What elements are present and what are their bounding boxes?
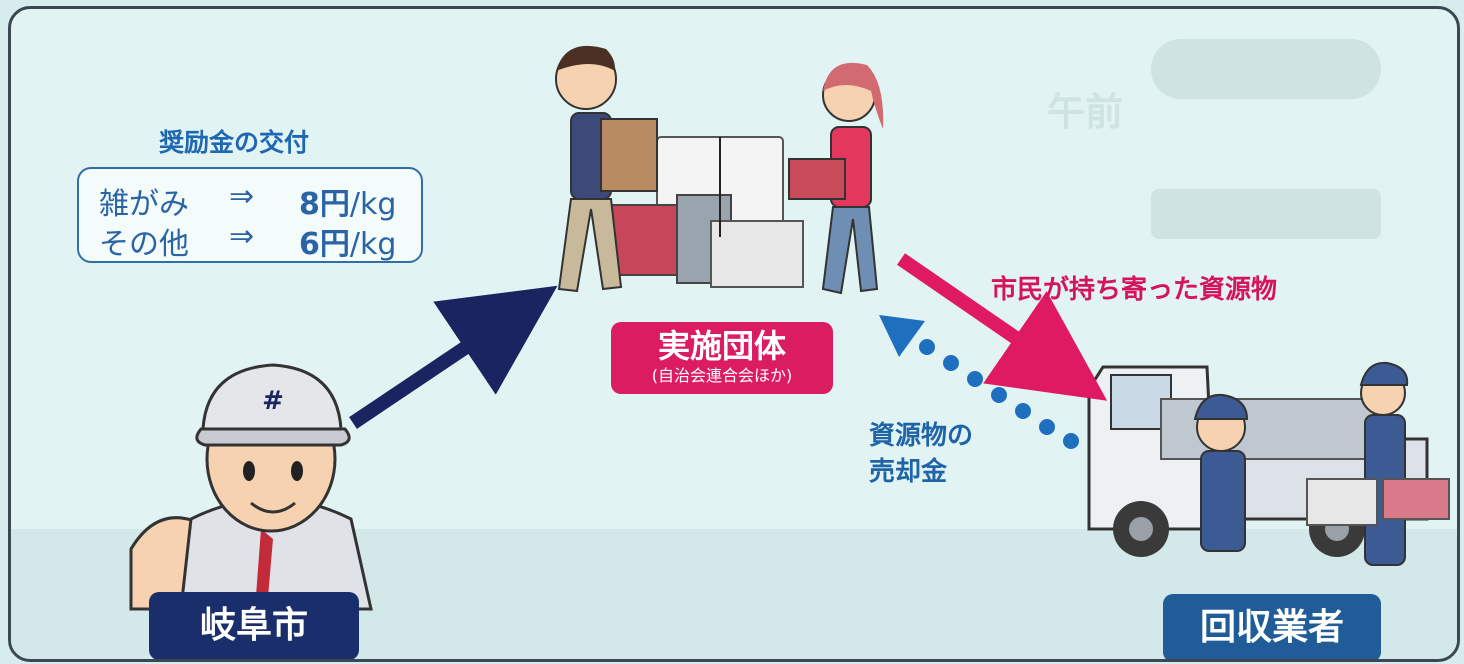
city-official-illustration: # — [129, 363, 373, 611]
reward-amount: 8円/kg — [299, 179, 396, 223]
reward-amount-value: 6円 — [299, 227, 350, 262]
collector-illustration — [1087, 361, 1450, 566]
svg-text:#: # — [262, 386, 284, 416]
reward-unit: /kg — [349, 187, 397, 222]
reward-title: 奨励金の交付 — [159, 128, 310, 157]
city-label: 岐阜市 — [149, 592, 359, 659]
reward-category: 雑がみ — [99, 187, 189, 222]
resource-flow-label: 市民が持ち寄った資源物 — [991, 275, 1278, 305]
funding-arrow — [349, 285, 558, 429]
diagram-graphics: # — [129, 45, 1450, 611]
resource-arrow — [897, 253, 1108, 401]
organization-badge: 実施団体 (自治会連合会ほか) — [611, 322, 833, 394]
reward-arrow: ⇒ — [229, 219, 255, 254]
payment-dotted-arrow — [879, 315, 1079, 449]
reward-amount: 6円/kg — [299, 219, 396, 263]
diagram-frame: 午前 奨励金の交付 雑がみ ⇒ 8円/kg その他 ⇒ 6円/kg — [8, 6, 1460, 662]
background-ghost-text: 午前 — [1047, 90, 1124, 134]
reward-category: その他 — [99, 227, 189, 262]
reward-amount-value: 8円 — [299, 187, 350, 222]
reward-arrow: ⇒ — [229, 179, 255, 214]
payment-flow-label: 資源物の 売却金 — [869, 418, 973, 490]
organization-subtitle: (自治会連合会ほか) — [651, 366, 793, 385]
reward-unit: /kg — [349, 227, 397, 262]
reward-table: 雑がみ ⇒ 8円/kg その他 ⇒ 6円/kg — [77, 167, 423, 263]
background-ghost-shape — [1151, 189, 1381, 239]
payment-flow-line: 売却金 — [869, 457, 948, 487]
organization-name: 実施団体 — [657, 327, 786, 365]
background-ghost-shape — [1151, 39, 1381, 99]
payment-flow-line: 資源物の — [869, 421, 974, 451]
collector-label: 回収業者 — [1163, 594, 1381, 659]
volunteers-illustration — [555, 45, 884, 295]
